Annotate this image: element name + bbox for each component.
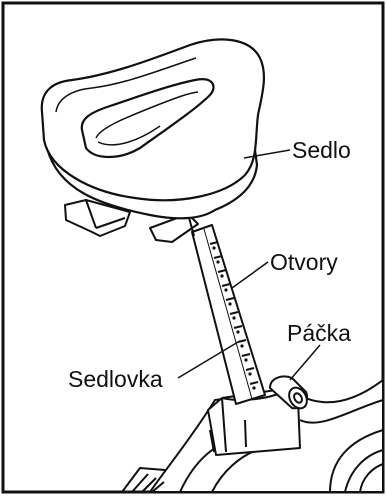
lever-label: Páčka xyxy=(287,320,351,346)
seat-post-label: Sedlovka xyxy=(68,366,163,392)
saddle-label: Sedlo xyxy=(292,137,351,163)
holes-label: Otvory xyxy=(270,249,338,275)
